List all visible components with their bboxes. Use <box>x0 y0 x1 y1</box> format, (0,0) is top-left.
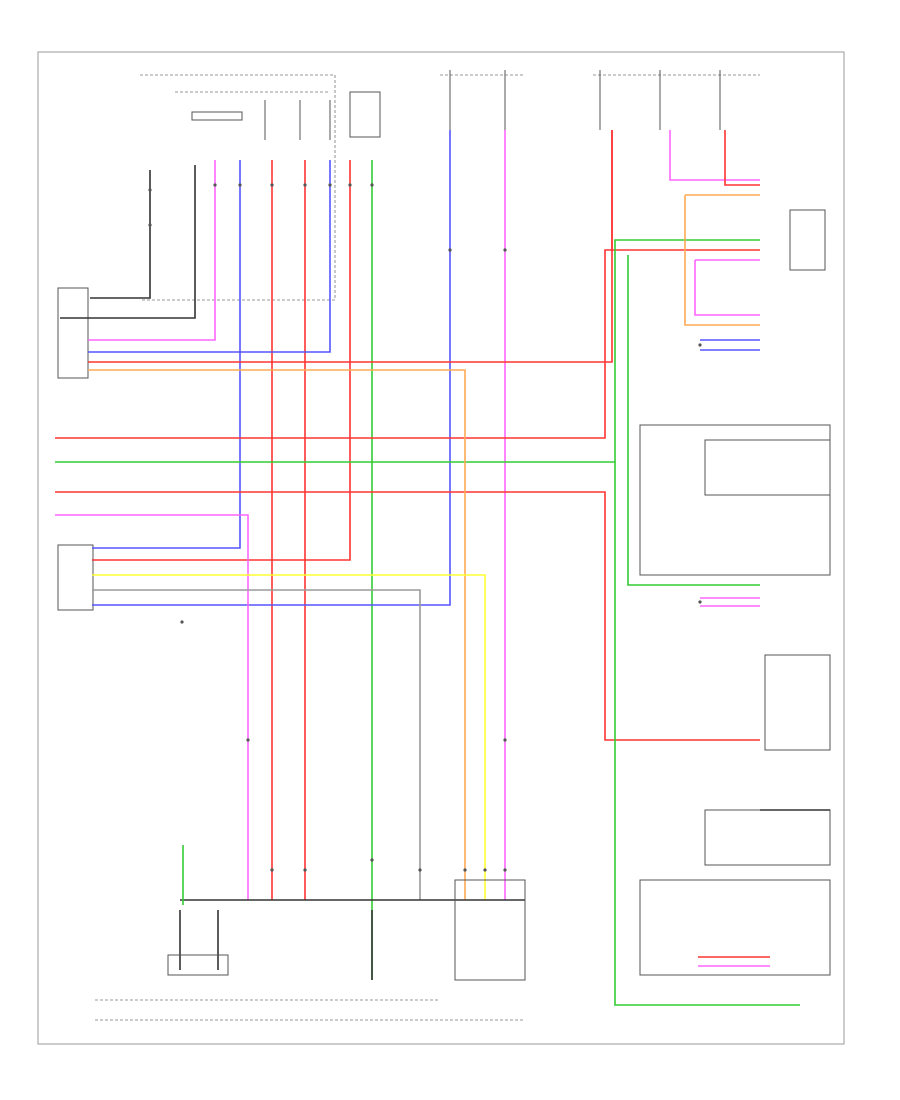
blue-wire-b <box>88 160 331 353</box>
orange-wire <box>88 369 466 900</box>
pink-wire-top-right <box>669 130 760 181</box>
red-wire-c <box>92 160 351 561</box>
blue-wire-a <box>92 160 241 549</box>
right-connector-a <box>789 209 826 271</box>
connector-dots <box>148 183 702 872</box>
diagram-frame <box>37 51 845 1045</box>
left-connector-lower <box>57 544 94 611</box>
blue-wire-c <box>92 130 451 606</box>
fuse-risers <box>449 70 721 130</box>
green-wire-right <box>627 255 760 586</box>
green-bus <box>55 239 760 463</box>
black-wire-upper-left <box>90 170 151 299</box>
red-bus-lower <box>55 491 760 741</box>
bottom-harness <box>179 899 525 980</box>
right-lower-module <box>639 879 831 976</box>
green-wire-ground <box>614 462 800 1006</box>
red-wire-top-right-2 <box>724 130 760 186</box>
right-switch-box <box>764 654 831 751</box>
blue-wire-right <box>700 339 760 351</box>
orange-wire-right <box>684 194 760 326</box>
relay-box-1 <box>191 111 243 121</box>
right-lower-inner-box <box>704 809 831 866</box>
bottom-ecu-box <box>167 954 229 976</box>
red-bus <box>55 249 760 439</box>
yellow-wire <box>92 574 486 900</box>
gray-wire <box>92 589 421 900</box>
bottom-connector-box <box>454 879 526 981</box>
red-wire-d <box>88 130 613 363</box>
pink-bus-lower <box>55 514 249 900</box>
fuse-stubs <box>264 100 331 140</box>
relay-box-2 <box>349 91 381 138</box>
right-module-box <box>639 424 831 576</box>
pink-wire-a <box>88 160 216 341</box>
right-inner-box <box>704 439 831 496</box>
pink-wire-right-lower <box>700 597 760 607</box>
bottom-dash <box>95 999 525 1021</box>
pink-wire-right <box>694 259 760 316</box>
black-wire-left-2 <box>60 165 196 319</box>
left-connector-upper <box>57 287 89 379</box>
top-harness-box <box>140 74 336 301</box>
